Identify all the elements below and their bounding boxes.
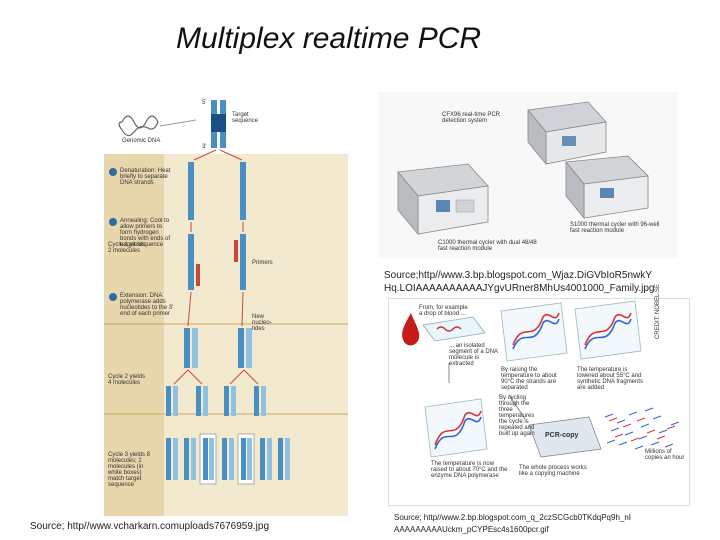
pcr-copy-box xyxy=(528,416,602,458)
process-source-line1: Source; http//www.2.bp.blogspot.com_q_2c… xyxy=(394,513,632,522)
slide-title: Multiplex realtime PCR xyxy=(176,22,482,55)
flow-arrows xyxy=(173,149,259,385)
step2-icon xyxy=(109,218,117,226)
dna-copies-icon xyxy=(604,407,680,450)
cycle2-label: Cycle 2 yields 4 molecules xyxy=(108,374,146,386)
step2-text: Annealing: Cool to allow primers to form… xyxy=(120,218,171,248)
blood-drop-icon xyxy=(402,313,420,346)
helix-panel-heat xyxy=(500,302,568,362)
label-three-prime: 3' xyxy=(202,144,207,150)
label-genomic-dna: Genomic DNA xyxy=(122,138,161,144)
caption-extend: The temperature is now raised to about 7… xyxy=(431,461,508,479)
step3-icon xyxy=(109,293,117,301)
caption-copy: The whole process works like a copying m… xyxy=(519,465,587,477)
left-figure-source: Source; http//www.vcharkarn.comuploads76… xyxy=(30,521,270,532)
cfx96-machine-icon xyxy=(527,101,607,166)
helix-panel-cool xyxy=(574,300,642,360)
cycle3-label: Cycle 3 yields 8 molecules; 2 molecules … xyxy=(108,452,151,488)
caption-extracted: ... an isolated segment of a DNA molecul… xyxy=(449,343,498,367)
genomic-dna-icon xyxy=(118,115,159,137)
s1000-machine-icon xyxy=(565,155,649,220)
label-target-sequence: Target sequence xyxy=(232,112,259,124)
caption-millions: Millions of copies an hour xyxy=(645,449,685,461)
label-new-nucleotides: New nucleo-tides xyxy=(252,314,272,332)
step1-icon xyxy=(109,168,117,176)
pcr-process-illustration xyxy=(402,300,680,458)
pcr-process-figure: From, for example a drop of blood ... ..… xyxy=(388,284,690,506)
machine-figure-source: Source;http//www.3.bp.blogspot.com_Wjaz.… xyxy=(384,270,655,294)
cycle3-strands xyxy=(166,433,290,485)
process-source-line2: AAAAAAAAAUckm_pCYPEsc4s1600pcr.gif xyxy=(394,525,549,534)
caption-heat: By raising the temperature to about 90°C… xyxy=(501,367,557,391)
helix-panel-extend xyxy=(424,398,488,458)
target-dna-strand xyxy=(211,100,226,148)
arrow-icon xyxy=(159,119,197,127)
caption-cycle: By cycling through the three temperature… xyxy=(499,395,535,437)
label-s1000: S1000 thermal cycler with 96-well fast r… xyxy=(570,222,660,234)
pcr-machines-figure: CFX96 real-time PCR detection system C10… xyxy=(378,92,678,258)
cycle-label-column xyxy=(104,154,164,516)
cycle1-strands xyxy=(184,162,252,368)
pcr-cycle-diagram: 5' 3' Target sequence Genomic DNA Denatu… xyxy=(104,92,348,516)
label-primers: Primers xyxy=(252,260,273,266)
pcr-cycle-illustration xyxy=(104,100,348,516)
cycle1-label: Cycle 1 yields 2 molecules xyxy=(108,242,146,254)
label-cfx96: CFX96 real-time PCR detection system xyxy=(442,112,501,124)
label-c1000: C1000 thermal cycler with dual 48/48 fas… xyxy=(438,240,537,252)
step3-text: Extension: DNA polymerase adds nucleotid… xyxy=(120,293,174,317)
step1-text: Denaturation: Heat briefly to separate D… xyxy=(120,168,171,186)
credit-label: CREDIT: NOBEL.SE xyxy=(655,283,661,339)
caption-blood: From, for example a drop of blood ... xyxy=(419,305,468,317)
c1000-machine-icon xyxy=(397,163,489,236)
pcr-machines-illustration xyxy=(397,101,649,236)
caption-cool: The temperature is lowered about 55°C an… xyxy=(577,367,644,391)
pcr-copy-label: PCR-copy xyxy=(545,432,579,439)
label-five-prime: 5' xyxy=(202,100,207,106)
cycle2-strands xyxy=(166,386,266,416)
